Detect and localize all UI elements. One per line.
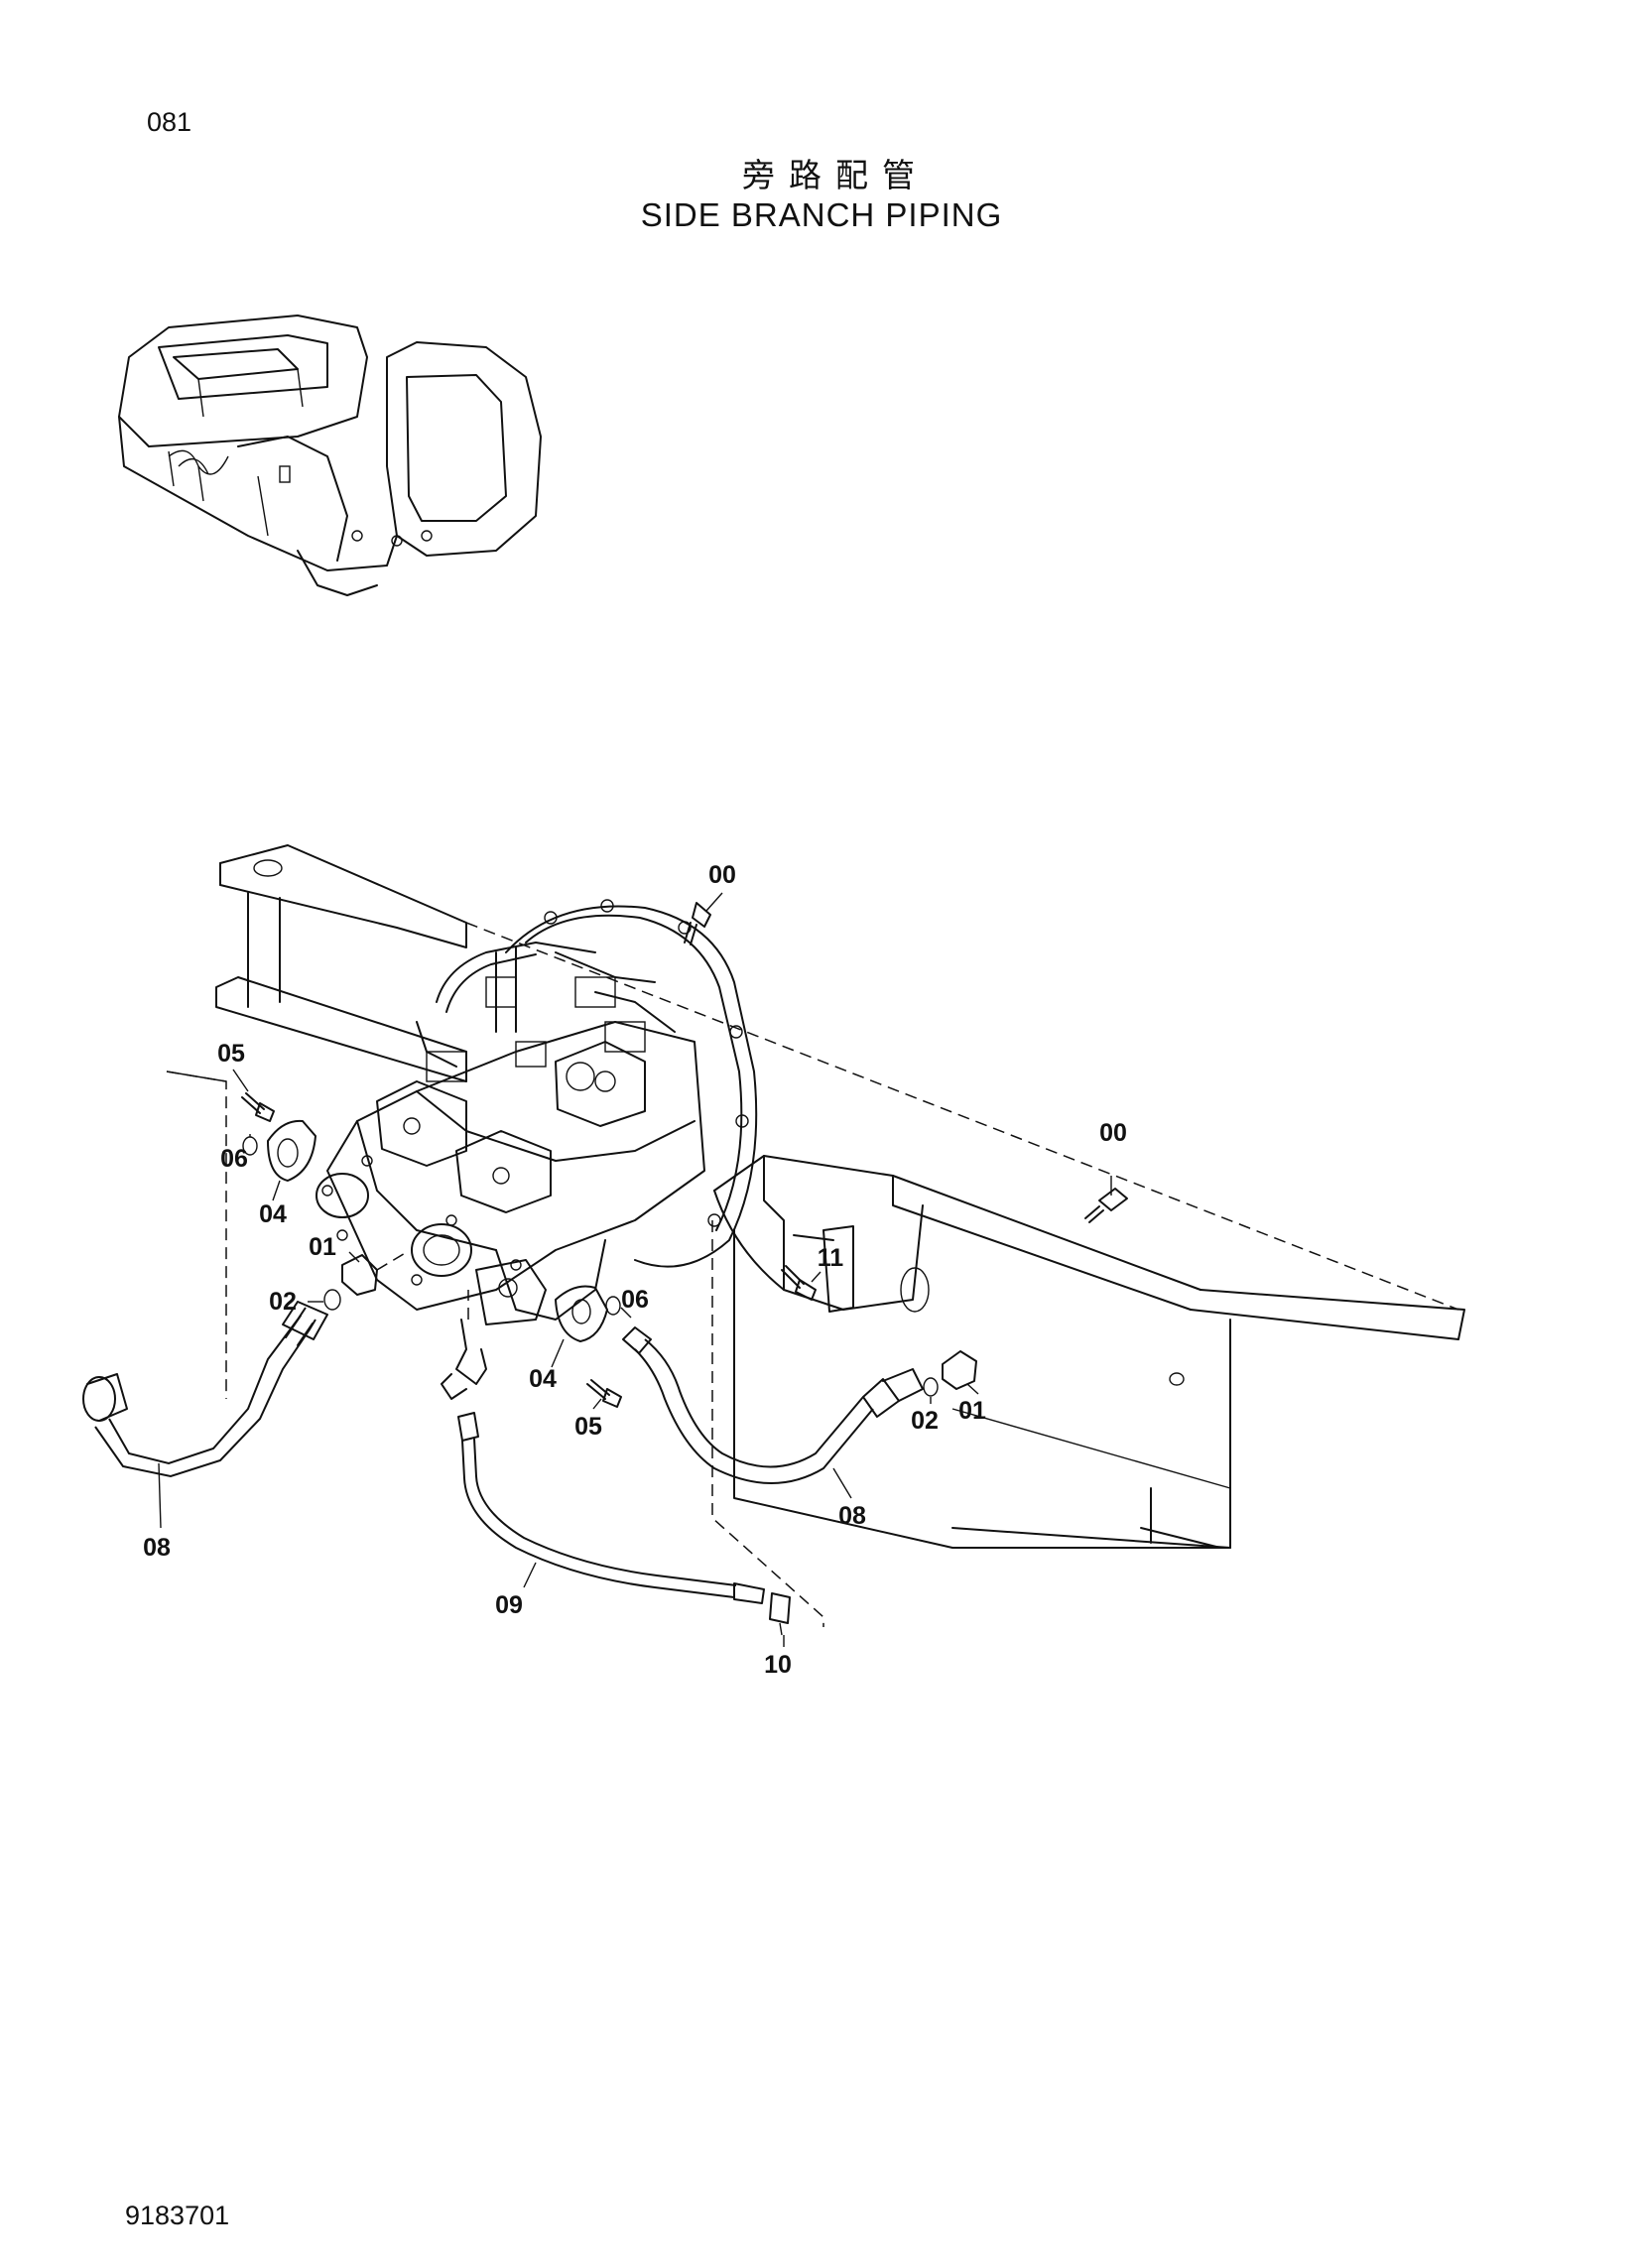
- machine-inset-illustration: [118, 315, 542, 596]
- callout-10: 10: [764, 1651, 792, 1679]
- callout-01-left: 01: [309, 1233, 336, 1261]
- callout-02-right: 02: [911, 1407, 939, 1435]
- frame-structure: [166, 844, 1465, 1627]
- leader-lines: [232, 892, 1112, 1647]
- left-fittings: [241, 1092, 408, 1311]
- callout-09: 09: [495, 1591, 523, 1619]
- callout-00-right: 00: [1099, 1119, 1127, 1147]
- callout-labels: 00 00 05 06 04 01 02 11 06 04 05 02 01 0…: [143, 861, 1127, 1679]
- document-number: 9183701: [125, 2201, 230, 2230]
- callout-08-left: 08: [143, 1534, 171, 1562]
- title-english: SIDE BRANCH PIPING: [640, 196, 1003, 233]
- callout-02-left: 02: [269, 1288, 297, 1316]
- page-number: 081: [147, 107, 192, 137]
- callout-01-right: 01: [958, 1397, 986, 1425]
- title-chinese: 旁路配管: [742, 156, 929, 194]
- callout-05-mid: 05: [574, 1413, 602, 1441]
- hose-09-and-fitting-10: [457, 1412, 791, 1636]
- callout-04-left: 04: [259, 1200, 287, 1228]
- callout-04-mid: 04: [529, 1365, 557, 1393]
- callout-06-left: 06: [220, 1145, 248, 1173]
- hose-08-left: [82, 1301, 328, 1529]
- callout-08-right: 08: [838, 1502, 866, 1530]
- hydraulic-pump-assembly: [316, 899, 758, 1400]
- callout-11: 11: [818, 1244, 844, 1272]
- callout-00-top: 00: [708, 861, 736, 889]
- callout-06-mid: 06: [621, 1286, 649, 1314]
- right-fittings-and-hose: [555, 902, 1128, 1484]
- callout-05-left: 05: [217, 1040, 245, 1068]
